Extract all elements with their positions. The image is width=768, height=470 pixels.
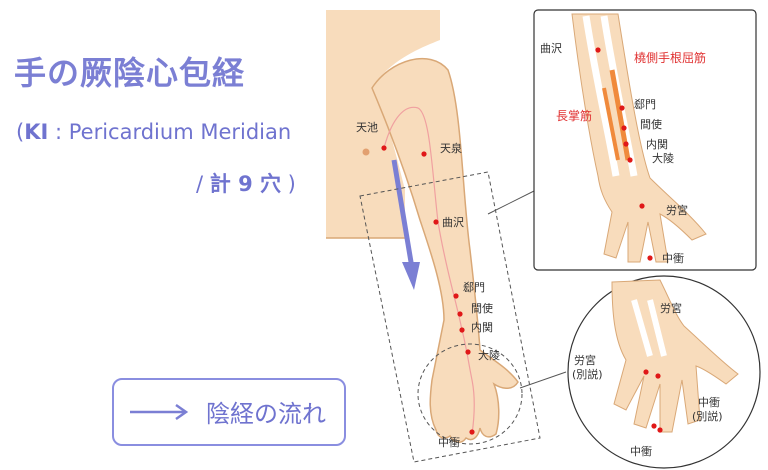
meridian-english-name: Pericardium Meridian (68, 120, 292, 144)
label-kyokutaku: 曲沢 (442, 215, 464, 229)
inset-label-roukyu-alt-note: (別説) (572, 367, 603, 381)
point-daryo (465, 349, 471, 355)
label-daryo: 大陵 (478, 348, 500, 362)
page-title: 手の厥陰心包経 (14, 54, 246, 92)
inset-label-roukyu-b: 労宮 (660, 301, 682, 315)
label-naikan: 内関 (471, 320, 493, 334)
point-gekimon (453, 293, 459, 299)
legend-box: 陰経の流れ (112, 378, 346, 446)
inset-label-gekimon: 郄門 (634, 98, 656, 111)
arm-shape (371, 57, 519, 443)
point-kanshi (457, 311, 463, 317)
inset-label-roukyu: 労宮 (666, 203, 688, 217)
dashed-hand-circle (417, 343, 523, 445)
inset-forearm-skin (571, 13, 707, 263)
point-tenchi (381, 145, 387, 151)
label-tenchi: 天池 (356, 121, 378, 134)
point-tensen (421, 151, 427, 157)
flow-arrow-head (402, 262, 420, 290)
flow-direction-arrow (391, 159, 415, 269)
inset-label-roukyu-alt: 労宮 (574, 353, 596, 367)
point-kyokutaku (433, 219, 439, 225)
inset-label-chusho-b: 中衝 (630, 444, 652, 458)
inset-label-naikan: 内関 (646, 137, 668, 151)
nipple-mark (362, 148, 370, 156)
point-count: / 計 9 穴 ) (196, 172, 296, 196)
inset-radius-bone (582, 15, 620, 177)
inset-hand-skin (611, 279, 739, 433)
meridian-line (383, 106, 475, 435)
inset-label-chusho: 中衝 (662, 251, 684, 265)
inset-label-chusho-alt-note: (別説) (692, 409, 723, 423)
inset-muscle-pl (602, 87, 620, 161)
inset-label-kyokutaku: 曲沢 (540, 41, 562, 55)
inset-label-chusho-alt: 中衝 (698, 395, 720, 409)
meridian-code: KI (24, 120, 49, 144)
dashed-focus-region (359, 171, 541, 463)
label-chusho: 中衝 (438, 435, 460, 449)
label-gekimon: 郄門 (463, 281, 485, 294)
point-chusho (469, 429, 475, 435)
subtitle: (KI : Pericardium Meridian (16, 120, 292, 144)
legend-label: 陰経の流れ (206, 400, 326, 428)
label-kanshi: 間使 (471, 302, 493, 315)
label-tensen: 天泉 (440, 141, 462, 155)
flow-arrow-icon (130, 403, 189, 421)
inset-label-kanshi: 間使 (640, 118, 662, 131)
inset-label-daryo: 大陵 (652, 151, 674, 165)
inset-label-muscle-fcr: 橈側手根屈筋 (634, 50, 706, 65)
point-naikan (459, 327, 465, 333)
torso-shape (326, 10, 440, 238)
inset-label-muscle-pl: 長掌筋 (556, 108, 592, 123)
